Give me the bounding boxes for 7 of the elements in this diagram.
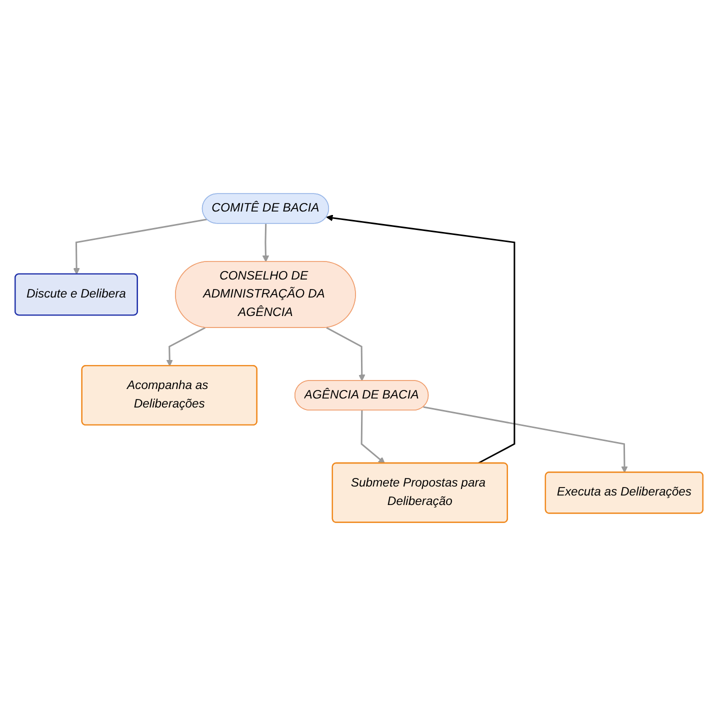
arrow	[166, 326, 206, 366]
arrow	[326, 214, 516, 464]
arrow	[326, 326, 366, 381]
arrow	[360, 410, 386, 464]
arrow	[73, 218, 208, 274]
arrow	[423, 406, 628, 472]
arrow	[262, 223, 270, 262]
